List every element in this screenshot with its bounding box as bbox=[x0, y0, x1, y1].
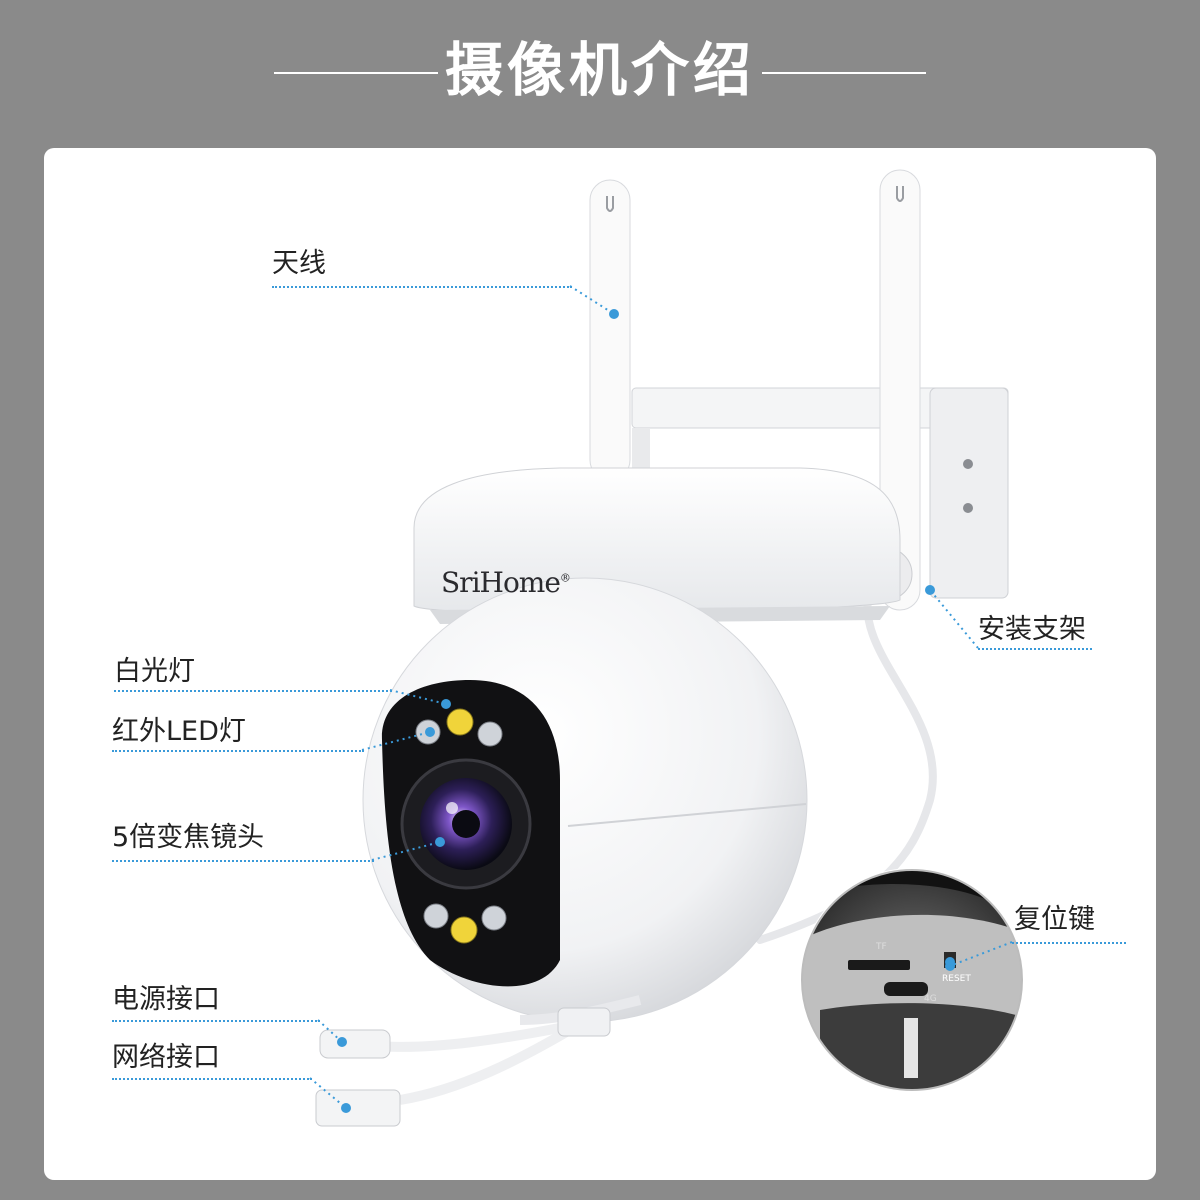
callout-zoom-lens-underline bbox=[112, 860, 374, 862]
page-title: 摄像机介绍 bbox=[444, 36, 755, 104]
reset-inset bbox=[800, 868, 1024, 1092]
reset-print: RESET bbox=[942, 974, 971, 984]
cable-bundle bbox=[315, 995, 642, 1127]
brand-logo-text: SriHome bbox=[441, 566, 561, 599]
callout-power-port-underline bbox=[112, 1020, 320, 1022]
callout-white-light-label: 白光灯 bbox=[114, 656, 195, 687]
brand-logo: SriHome® bbox=[441, 566, 571, 599]
product-panel: SriHome® RESET TF 4G bbox=[44, 148, 1156, 1180]
callout-white-light-underline bbox=[114, 690, 392, 692]
tf-print: TF bbox=[876, 942, 887, 952]
callout-antenna-underline bbox=[272, 286, 572, 288]
callout-leaders bbox=[309, 285, 1013, 1109]
callout-network-port-label: 网络接口 bbox=[112, 1042, 220, 1073]
antenna-left bbox=[589, 179, 631, 481]
callout-ir-led-underline bbox=[112, 750, 364, 752]
usb-print: 4G bbox=[924, 994, 937, 1004]
title-rule-right bbox=[762, 72, 926, 74]
callout-zoom-lens-label: 5倍变焦镜头 bbox=[112, 822, 265, 853]
callout-ir-led-label: 红外LED灯 bbox=[112, 716, 246, 747]
callout-reset-underline bbox=[1012, 942, 1126, 944]
camera-ball bbox=[362, 577, 808, 1023]
callout-mount-underline bbox=[978, 648, 1092, 650]
callout-mount-label: 安装支架 bbox=[978, 614, 1086, 645]
callout-reset-label: 复位键 bbox=[1014, 904, 1095, 935]
header-banner: 摄像机介绍 bbox=[0, 0, 1200, 148]
callout-antenna-label: 天线 bbox=[272, 248, 326, 279]
callout-network-port-underline bbox=[112, 1078, 312, 1080]
callout-dots bbox=[337, 309, 955, 1113]
callout-power-port-label: 电源接口 bbox=[112, 984, 220, 1015]
title-rule-left bbox=[274, 72, 438, 74]
brand-logo-mark: ® bbox=[559, 571, 571, 585]
camera-illustration bbox=[309, 169, 1024, 1127]
